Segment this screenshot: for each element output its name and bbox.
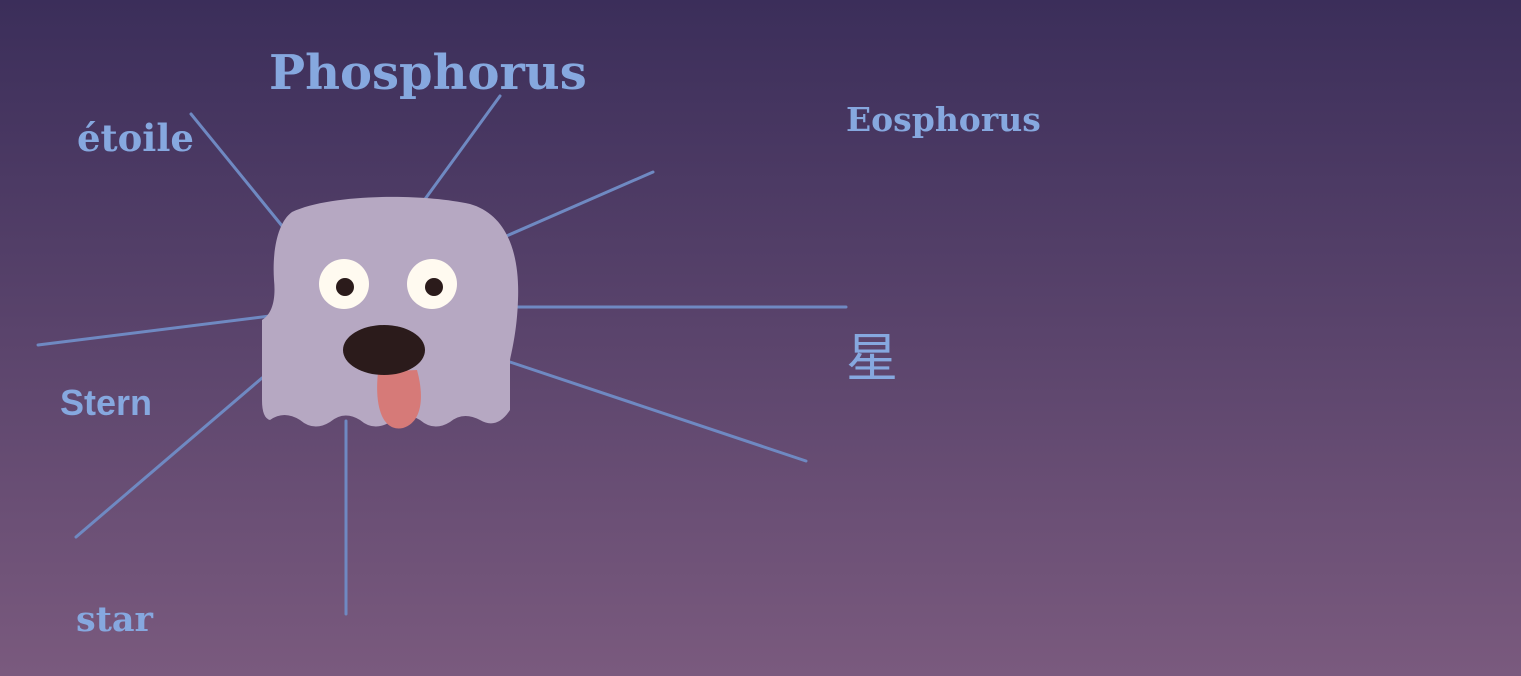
word-etoile: étoile [77, 120, 194, 157]
word-hoshi: 星 [846, 333, 898, 385]
word-stern: Stern [60, 385, 152, 421]
word-star: star [76, 602, 153, 637]
left-pupil [336, 278, 354, 296]
ray-lower-right [510, 362, 806, 461]
ray-upper-right [495, 172, 653, 241]
ghost-dog-icon [262, 197, 518, 429]
ray-left [38, 316, 270, 345]
right-pupil [425, 278, 443, 296]
nose [343, 325, 425, 375]
word-eosphorus: Eosphorus [846, 103, 1041, 136]
ray-phosphorus [420, 96, 500, 206]
ray-etoile [191, 114, 287, 232]
word-phosphorus: Phosphorus [269, 49, 587, 97]
